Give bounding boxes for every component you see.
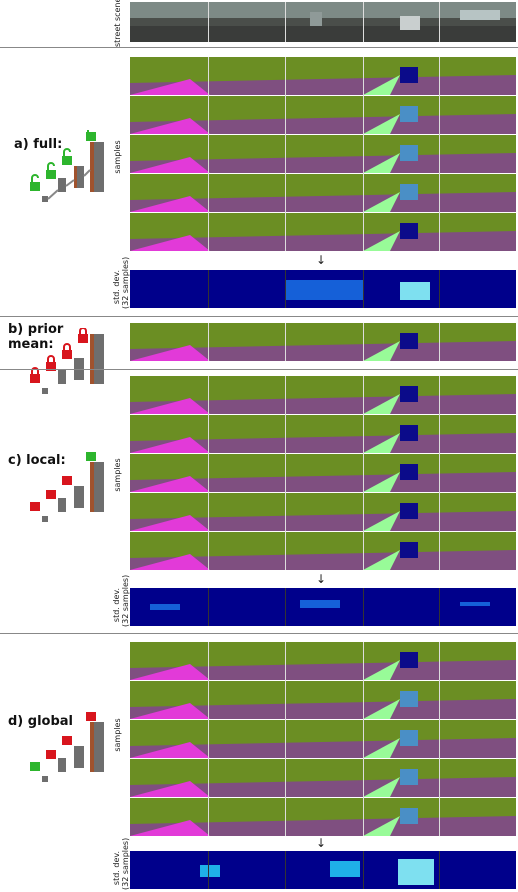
std-label-full: std. dev.(32 samples) — [112, 256, 130, 309]
street-photo-strip — [130, 2, 516, 42]
network-stack-icon — [30, 452, 104, 522]
locks-prior-diagram — [28, 328, 112, 400]
std-map-full — [130, 270, 516, 308]
network-stack-icon — [42, 142, 104, 202]
samples-label-local: samples — [113, 458, 122, 492]
segmentation-prior-mean — [130, 323, 516, 361]
segmentation-samples-full — [130, 57, 516, 251]
separator — [0, 369, 518, 370]
street-scenes-strip — [130, 2, 516, 42]
samples-label-global: samples — [113, 718, 122, 752]
locks-full-diagram — [30, 130, 104, 202]
std-map-local — [130, 588, 516, 626]
locks-local-diagram — [28, 450, 112, 530]
std-label-local: std. dev.(32 samples) — [112, 574, 130, 627]
separator — [0, 47, 518, 48]
separator — [0, 316, 518, 317]
network-stack-icon — [28, 130, 112, 210]
samples-grid-prior — [130, 323, 516, 361]
std-label-global: std. dev.(32 samples) — [112, 837, 130, 890]
std-dev-map-local — [130, 588, 516, 626]
samples-label-full: samples — [113, 140, 122, 174]
lock-closed-icon — [30, 476, 72, 511]
down-arrow-icon: ↓ — [316, 836, 327, 850]
lock-open-icon — [86, 452, 96, 461]
lock-closed-icon — [46, 712, 96, 759]
segmentation-samples-local — [130, 376, 516, 570]
street-scenes-label: street scenes — [113, 0, 122, 47]
std-map-global — [130, 851, 516, 889]
std-dev-map-global — [130, 851, 516, 889]
samples-grid-full — [130, 57, 516, 251]
samples-grid-global — [130, 642, 516, 836]
segmentation-samples-global — [130, 642, 516, 836]
network-stack-icon — [30, 712, 104, 782]
locks-global-diagram — [28, 710, 112, 790]
separator — [0, 633, 518, 634]
down-arrow-icon: ↓ — [316, 253, 327, 267]
section-label-global: d) global — [8, 714, 73, 729]
lock-closed-icon — [30, 328, 88, 383]
lock-open-icon — [30, 130, 96, 191]
down-arrow-icon: ↓ — [316, 572, 327, 586]
samples-grid-local — [130, 376, 516, 570]
network-stack-icon — [30, 328, 104, 394]
section-label-full: a) full: — [14, 137, 63, 152]
lock-open-icon — [30, 762, 40, 771]
std-dev-map-full — [130, 270, 516, 308]
section-label-local: c) local: — [8, 453, 66, 468]
